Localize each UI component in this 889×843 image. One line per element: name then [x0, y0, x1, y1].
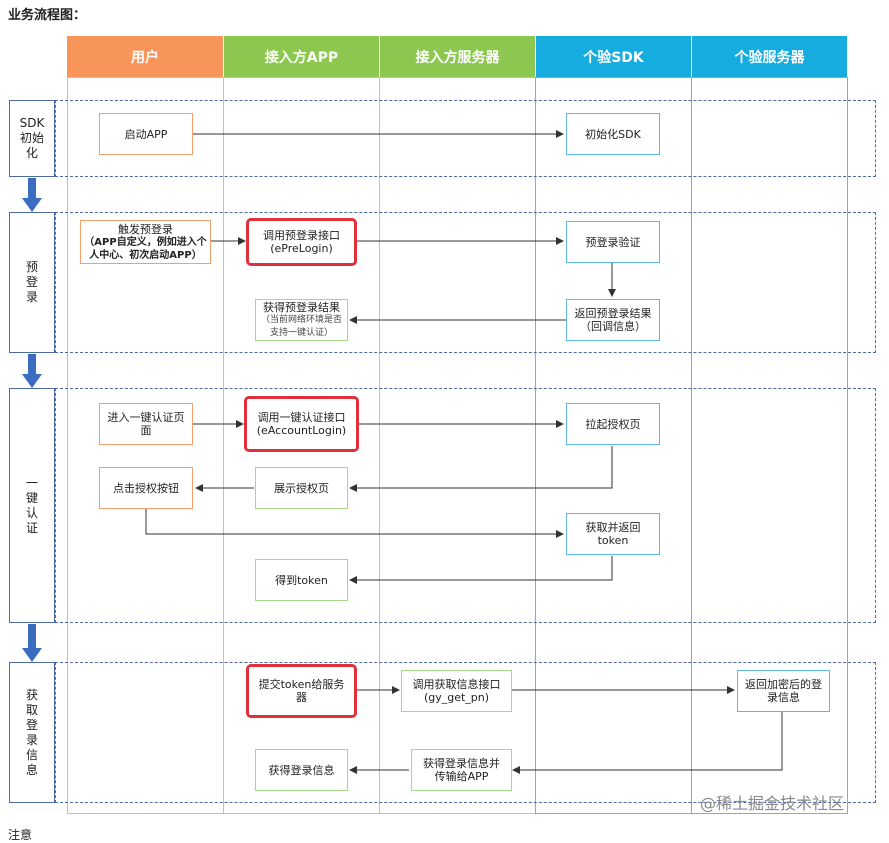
- node-enter-auth-line1: 进入一键认证页: [107, 411, 185, 424]
- node-trigger-pre: 触发预登录 （APP自定义，例如进入个 人中心、初次启动APP）: [80, 220, 211, 264]
- node-call-auth-line2: (eAccountLogin): [256, 424, 347, 437]
- phase-info-line1: 获: [25, 687, 38, 702]
- phase-auth-line4: 证: [25, 520, 38, 535]
- node-call-pre-line1: 调用预登录接口: [263, 229, 340, 242]
- node-call-auth-line1: 调用一键认证接口: [257, 411, 346, 424]
- node-return-enc-line1: 返回加密后的登: [745, 678, 822, 691]
- node-start-app-label: 启动APP: [124, 127, 168, 141]
- node-pre-verify: 预登录验证: [566, 221, 660, 263]
- phase-info-line6: 息: [25, 762, 38, 777]
- note-heading: 注意: [8, 828, 33, 842]
- node-call-auth: 调用一键认证接口 (eAccountLogin): [244, 396, 359, 452]
- node-pull-auth-label: 拉起授权页: [585, 417, 641, 431]
- phase-pre-line1: 预: [25, 260, 38, 274]
- phase-label-info: 获取登录信息: [9, 662, 55, 803]
- node-init-sdk: 初始化SDK: [566, 113, 660, 155]
- phase-label-pre: 预登录: [9, 212, 55, 353]
- lane-header-sdk: 个验SDK: [536, 36, 691, 77]
- node-call-info-line2: (gy_get_pn): [423, 691, 490, 704]
- node-show-auth-label: 展示授权页: [274, 481, 329, 495]
- node-pull-auth: 拉起授权页: [566, 403, 660, 445]
- node-get-pre-result-label: 获得预登录结果: [263, 300, 340, 314]
- node-call-pre-line2: (ePreLogin): [270, 242, 333, 255]
- phase-down-arrow-icon: [22, 178, 42, 212]
- node-pre-verify-label: 预登录验证: [585, 235, 641, 249]
- lane-header-app-label: 接入方APP: [264, 49, 339, 66]
- node-init-sdk-label: 初始化SDK: [585, 127, 641, 141]
- arrow-return-to-got-token: [349, 556, 613, 584]
- phase-box-auth: [55, 388, 876, 623]
- watermark: @稀土掘金技术社区: [700, 794, 845, 813]
- node-trigger-pre-sub1: （APP自定义，例如进入个: [84, 236, 207, 248]
- node-get-pass-app-line1: 获得登录信息并: [423, 757, 500, 770]
- node-get-pre-result-sub1: （当前网络环境是否: [260, 314, 342, 325]
- arrow-click-to-get-token: [145, 508, 564, 538]
- node-trigger-pre-label: 触发预登录: [118, 222, 173, 236]
- lane-header-sdk-label: 个验SDK: [583, 49, 644, 66]
- phase-pre-line2: 登: [25, 275, 38, 289]
- phase-init-line1: SDK: [19, 116, 45, 130]
- phase-box-init: [55, 100, 876, 177]
- node-call-info-line1: 调用获取信息接口: [412, 678, 501, 691]
- node-submit-token-line1: 提交token给服务: [258, 678, 345, 691]
- node-submit-token-line2: 器: [296, 691, 307, 704]
- phase-init-line2: 初始: [19, 131, 44, 145]
- phase-info-line5: 信: [25, 747, 38, 762]
- phase-label-auth: 一键认证: [9, 388, 55, 623]
- node-return-enc: 返回加密后的登 录信息: [737, 670, 830, 712]
- phase-auth-line3: 认: [25, 505, 38, 520]
- phase-box-info: [55, 662, 876, 803]
- node-click-auth: 点击授权按钮: [99, 467, 193, 509]
- node-get-token-return-label: 获取并返回token: [585, 521, 641, 547]
- phase-pre-line3: 录: [25, 290, 38, 304]
- phase-box-pre: [55, 212, 876, 353]
- node-get-login-info-label: 获得登录信息: [268, 763, 335, 777]
- node-get-pre-result: 获得预登录结果 （当前网络环境是否 支持一键认证）: [255, 299, 348, 341]
- lane-header-app: 接入方APP: [224, 36, 379, 77]
- phase-init-line3: 化: [25, 146, 38, 160]
- node-return-pre: 返回预登录结果 （回调信息）: [566, 299, 660, 341]
- node-call-info: 调用获取信息接口 (gy_get_pn): [401, 670, 512, 712]
- node-enter-auth-line2: 面: [140, 424, 152, 437]
- phase-down-arrow-icon: [22, 354, 42, 388]
- node-show-auth: 展示授权页: [255, 467, 348, 509]
- lane-header-server-label: 接入方服务器: [415, 49, 500, 66]
- lane-header-sdkserver-label: 个验服务器: [734, 49, 805, 66]
- node-get-pass-app: 获得登录信息并 传输给APP: [411, 749, 512, 791]
- lane-header-sdkserver: 个验服务器: [692, 36, 847, 77]
- arrow-pull-to-show: [349, 446, 613, 492]
- arrow-enc-to-pass: [512, 712, 783, 774]
- node-trigger-pre-sub2: 人中心、初次启动APP）: [89, 249, 202, 261]
- node-submit-token: 提交token给服务 器: [246, 664, 357, 718]
- node-return-enc-line2: 录信息: [767, 691, 800, 704]
- lane-header-user-label: 用户: [131, 49, 159, 66]
- node-return-pre-line1: 返回预登录结果: [574, 307, 652, 320]
- node-return-pre-line2: （回调信息）: [580, 320, 646, 333]
- lane-header-user: 用户: [67, 36, 223, 77]
- phase-info-line4: 录: [25, 732, 38, 747]
- node-get-token-return: 获取并返回token: [566, 513, 660, 555]
- page-title: 业务流程图：: [8, 8, 87, 23]
- phase-auth-line2: 键: [25, 490, 38, 505]
- lane-header-server: 接入方服务器: [380, 36, 535, 77]
- node-get-login-info: 获得登录信息: [255, 749, 348, 791]
- phase-auth-line1: 一: [25, 475, 38, 490]
- node-get-pre-result-sub2: 支持一键认证）: [269, 327, 333, 338]
- node-enter-auth: 进入一键认证页 面: [99, 403, 193, 445]
- node-got-token: 得到token: [255, 559, 348, 601]
- node-start-app: 启动APP: [99, 113, 193, 155]
- phase-down-arrow-icon: [22, 624, 42, 662]
- phase-info-line2: 取: [25, 702, 38, 717]
- node-get-pass-app-line2: 传输给APP: [434, 770, 489, 783]
- phase-info-line3: 登: [25, 717, 38, 732]
- node-call-pre: 调用预登录接口 (ePreLogin): [246, 218, 357, 266]
- node-got-token-label: 得到token: [275, 573, 328, 587]
- lane-sdkserver: [691, 77, 848, 814]
- node-click-auth-label: 点击授权按钮: [113, 481, 179, 495]
